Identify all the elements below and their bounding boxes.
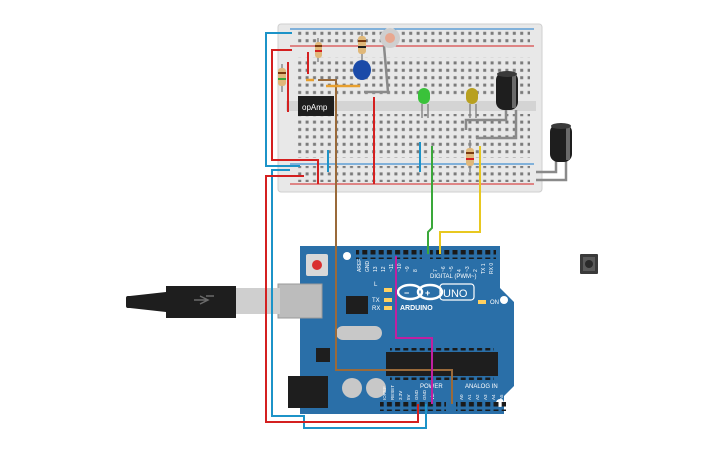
pin-a2-label: A2 <box>475 394 480 400</box>
led-on <box>478 300 486 304</box>
usb-jack <box>277 283 323 319</box>
analog-header <box>456 402 506 411</box>
led-rx <box>384 306 392 310</box>
green-led <box>418 88 430 118</box>
pin-a1-label: A1 <box>467 394 472 400</box>
pin-6-label: ~6 <box>441 266 447 272</box>
opamp-label: opAmp <box>302 103 328 112</box>
pin-gnd1-label: GND <box>414 389 419 400</box>
capacitor-1 <box>342 378 362 398</box>
pin-ioref-label: IOREF <box>382 386 387 400</box>
usb-cable <box>126 286 280 318</box>
pin-11-label: ~11 <box>389 264 395 272</box>
usb-icon <box>194 295 214 305</box>
svg-text:−: − <box>404 288 409 298</box>
photoresistor <box>380 28 400 48</box>
led-l-label: L <box>374 282 378 288</box>
arduino-model: UNO <box>443 288 468 300</box>
wire-blue-top-rail <box>265 32 300 167</box>
pin-13-label: 13 <box>373 266 379 272</box>
wire-brown-a0 <box>318 79 453 404</box>
electrolytic-capacitor-1 <box>496 71 518 110</box>
resistor-2 <box>358 32 366 60</box>
capacitor-2 <box>366 378 386 398</box>
digital-header-left <box>356 250 422 259</box>
svg-text:+: + <box>425 288 430 298</box>
pin-a3-label: A3 <box>483 394 488 400</box>
led-rx-label: RX <box>372 306 380 312</box>
resistor-4 <box>466 140 474 172</box>
on-label: ON <box>490 300 499 306</box>
pin-a0-label: A0 <box>459 394 464 400</box>
pin-aref-label: AREF <box>357 259 363 272</box>
wire-green-pin8 <box>427 146 433 254</box>
pin-2-label: 2 <box>473 269 479 272</box>
led-tx-label: TX <box>372 298 380 304</box>
pin-0-label: RX 0 <box>489 263 495 274</box>
atmega-chip <box>386 352 498 376</box>
pin-10-label: ~10 <box>397 263 403 272</box>
pin-1-label: TX 1 <box>481 263 487 274</box>
wires <box>265 32 568 429</box>
pin-3-label: ~3 <box>465 266 471 272</box>
led-l <box>384 288 392 292</box>
pin-a5-label: A5 <box>499 394 504 400</box>
wire-red-5v <box>265 175 419 423</box>
pin-12-label: 12 <box>381 266 387 272</box>
wire-yellow-pin7 <box>439 146 481 254</box>
pin-9-label: ~9 <box>405 266 411 272</box>
pin-5-label: ~5 <box>449 266 455 272</box>
arduino-logo: − + <box>396 283 444 301</box>
usb-controller-chip <box>346 296 368 314</box>
wire-blue-gnd <box>271 169 427 429</box>
pin-4-label: 4 <box>457 269 463 272</box>
electrolytic-capacitor-2 <box>550 123 572 162</box>
resistor-3 <box>278 64 286 92</box>
voltage-regulator <box>316 348 330 362</box>
analog-header-label: ANALOG IN <box>465 384 498 390</box>
pin-gnd-label: GND <box>365 261 371 273</box>
ceramic-capacitor <box>353 60 371 80</box>
pin-gnd2-label: GND <box>422 389 427 400</box>
crystal-oscillator <box>336 326 382 340</box>
wire-magenta <box>395 256 433 404</box>
pin-8-label: 8 <box>413 269 419 272</box>
led-tx <box>384 298 392 302</box>
pin-a4-label: A4 <box>491 394 496 400</box>
digital-header-label: DIGITAL (PWM~) <box>430 274 477 280</box>
pin-7-label: 7 <box>433 269 439 272</box>
power-jack <box>288 376 328 408</box>
pin-3v3-label: 3.3V <box>398 391 403 400</box>
breadboard <box>277 23 543 193</box>
power-header <box>380 402 446 411</box>
resistor-1 <box>315 38 322 62</box>
yellow-led <box>466 88 478 118</box>
digital-header-right <box>430 250 496 259</box>
wire-red-vcc-rail <box>271 49 319 184</box>
pushbutton[interactable] <box>580 254 598 274</box>
arduino-brand: ARDUINO <box>400 305 433 312</box>
pin-reset-label: RESET <box>390 385 395 400</box>
arduino-uno-board: L TX RX ON − + ARDUINO UNO DIGITAL (PWM~… <box>277 246 514 414</box>
opamp-chip: opAmp <box>298 96 334 116</box>
pin-5v-label: 5V <box>406 394 411 400</box>
